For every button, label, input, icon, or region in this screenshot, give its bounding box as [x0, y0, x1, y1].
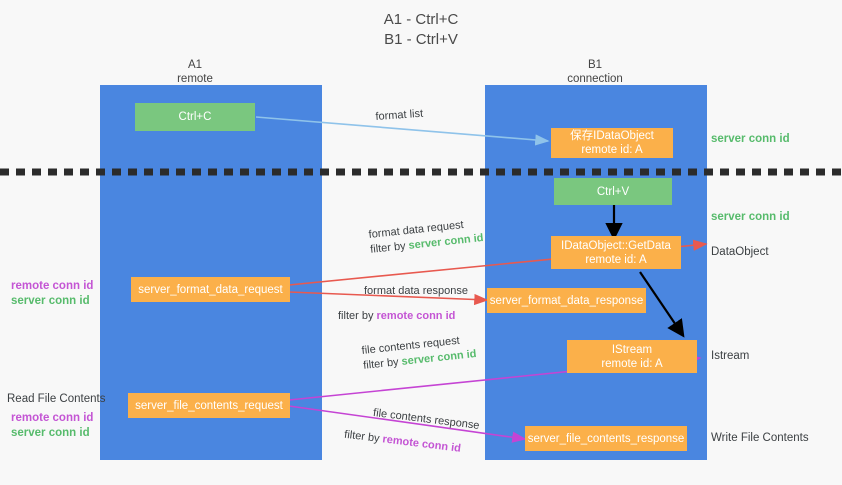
box-server-format-data-response-label: server_format_data_response [489, 294, 644, 307]
box-server-file-contents-response[interactable]: server_file_contents_response [525, 426, 687, 451]
box-istream[interactable]: IStream remote id: A [567, 340, 697, 373]
page-title: A1 - Ctrl+C B1 - Ctrl+V [383, 11, 459, 48]
box-istream-line1: IStream [611, 343, 653, 356]
column-header-b1-name: B1 [587, 59, 603, 71]
filter-prefix: filter by [369, 239, 410, 256]
right-label-write-file-contents: Write File Contents [711, 432, 809, 444]
box-idataobject-getdata-line1: IDataObject::GetData [561, 239, 671, 252]
right-label-server-conn-id-mid: server conn id [711, 211, 790, 223]
column-header-b1: B1 connection [530, 58, 660, 86]
box-ctrl-v-label: Ctrl+V [596, 185, 630, 198]
box-server-file-contents-request-label: server_file_contents_request [135, 399, 283, 412]
box-ctrl-c[interactable]: Ctrl+C [135, 103, 255, 131]
arrow-label-format-data-response-line2: filter by remote conn id [338, 309, 468, 324]
phase-separator [0, 168, 842, 176]
filter-prefix: filter by [362, 355, 403, 372]
arrow-file-contents-response [288, 405, 527, 443]
box-istream-line2: remote id: A [601, 357, 663, 370]
left-label-server-conn-id-lower: server conn id [11, 427, 90, 439]
left-label-read-file-contents: Read File Contents [7, 393, 106, 405]
filter-prefix: filter by [338, 310, 377, 322]
column-header-a1-sub: remote [177, 73, 213, 85]
box-server-format-data-request[interactable]: server_format_data_request [131, 277, 290, 302]
box-ctrl-v[interactable]: Ctrl+V [554, 178, 672, 205]
left-label-remote-conn-id-lower: remote conn id [11, 412, 94, 424]
arrow-getdata-to-istream [639, 271, 685, 338]
right-label-server-conn-id-top: server conn id [711, 133, 790, 145]
box-save-idataobject-line1: 保存IDataObject [570, 130, 654, 142]
right-label-dataobject: DataObject [711, 246, 769, 258]
box-save-idataobject[interactable]: 保存IDataObject remote id: A [551, 128, 673, 158]
box-server-format-data-response[interactable]: server_format_data_response [487, 288, 646, 313]
box-idataobject-getdata[interactable]: IDataObject::GetData remote id: A [551, 236, 681, 269]
column-header-a1-name: A1 [187, 59, 203, 71]
box-server-format-data-request-label: server_format_data_request [138, 283, 283, 296]
box-server-file-contents-request[interactable]: server_file_contents_request [128, 393, 290, 418]
arrow-format-data-response [288, 291, 489, 306]
left-label-server-conn-id-upper: server conn id [11, 295, 90, 307]
filter-value-remote-conn-id: remote conn id [376, 310, 456, 322]
column-header-a1: A1 remote [130, 58, 260, 86]
arrow-label-format-data-response: format data response filter by remote co… [338, 284, 468, 324]
box-idataobject-getdata-line2: remote id: A [585, 253, 647, 266]
left-label-remote-conn-id-upper: remote conn id [11, 280, 94, 292]
box-save-idataobject-line2: remote id: A [581, 144, 643, 156]
box-server-file-contents-response-label: server_file_contents_response [527, 432, 685, 445]
right-label-istream: Istream [711, 350, 750, 362]
filter-prefix: filter by [343, 428, 384, 446]
box-ctrl-c-label: Ctrl+C [178, 111, 212, 123]
arrow-label-format-data-response-line1: format data response [364, 285, 468, 297]
arrow-format-list [255, 116, 550, 146]
column-header-b1-sub: connection [567, 73, 623, 85]
